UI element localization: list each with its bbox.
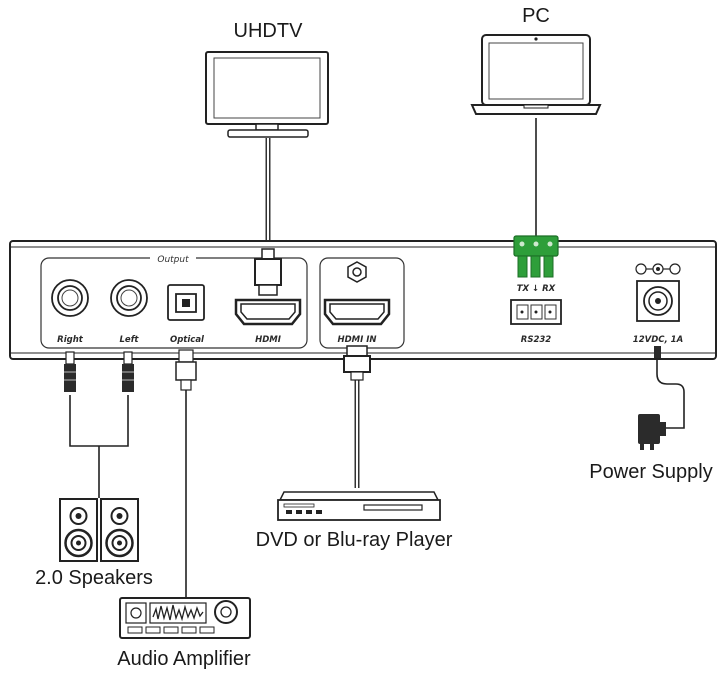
player-label: DVD or Blu-ray Player <box>256 529 453 551</box>
rs232-txrx-label: TX ↓ RX <box>517 284 556 294</box>
rca-left-label: Left <box>120 335 140 345</box>
power-cable <box>656 356 685 429</box>
power-adapter-icon <box>638 414 666 450</box>
rca-right-label: Right <box>57 335 84 345</box>
uhdtv-icon <box>205 51 329 138</box>
rca-left-port <box>110 279 148 317</box>
speakers-icon <box>59 498 139 562</box>
rs232-port <box>510 299 562 325</box>
disc-player-icon <box>277 491 441 521</box>
speakers-label: 2.0 Speakers <box>35 567 153 589</box>
hdmi-plug-bottom <box>343 345 371 381</box>
laptop-icon <box>470 34 602 115</box>
optical-plug <box>175 349 197 391</box>
hdmi-in-label: HDMI IN <box>337 335 376 345</box>
dc-power-port <box>636 280 680 322</box>
rca-plug-left <box>122 351 134 392</box>
hdmi-in-port <box>323 298 391 326</box>
rs232-label: RS232 <box>521 335 551 345</box>
pc-label: PC <box>522 5 550 27</box>
hdmi-out-port <box>234 298 302 326</box>
optical-port <box>167 284 205 321</box>
uhdtv-label: UHDTV <box>234 20 304 42</box>
audio-amplifier-icon <box>119 597 251 639</box>
power-supply-label: Power Supply <box>589 461 712 483</box>
amplifier-label: Audio Amplifier <box>117 648 251 670</box>
hdmi-out-label: HDMI <box>255 335 281 345</box>
rca-right-port <box>51 279 89 317</box>
optical-label: Optical <box>170 335 205 345</box>
dc-power-polarity-icon <box>635 263 681 275</box>
cables <box>69 118 685 598</box>
rs232-terminal-block-icon <box>513 235 559 278</box>
dc-plug <box>654 346 661 358</box>
speaker-cable <box>69 395 129 498</box>
hdmi-plug-top <box>254 248 282 296</box>
output-group-label: Output <box>157 255 189 265</box>
power-port-label: 12VDC, 1A <box>633 335 683 345</box>
rca-plug-right <box>64 351 76 392</box>
